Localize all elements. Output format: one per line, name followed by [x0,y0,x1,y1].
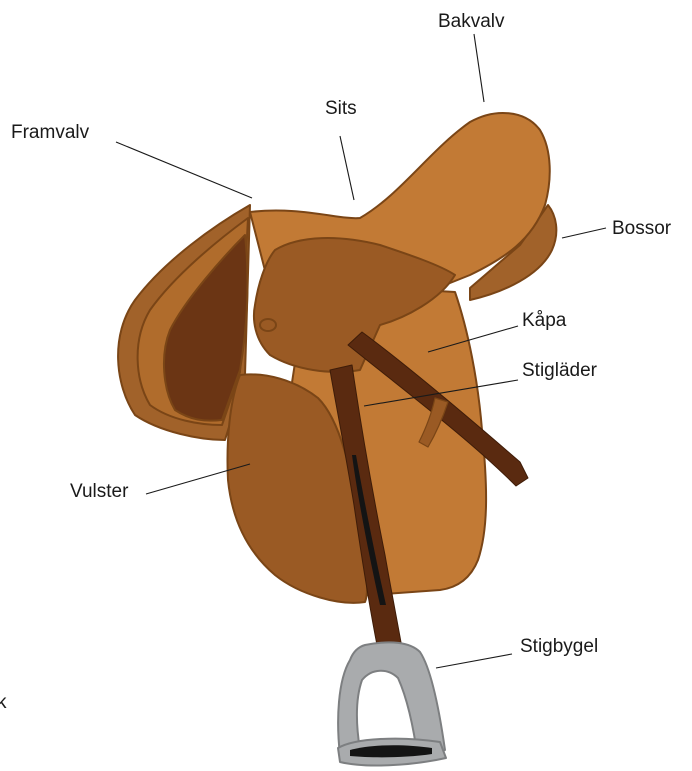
label-stigbygel: Stigbygel [520,636,598,657]
label-vulster: Vulster [70,481,129,502]
skirt-rivet [260,319,276,331]
label-bakvalv: Bakvalv [438,11,505,32]
label-stiglader: Stigläder [522,360,598,381]
leader-bossor [562,228,606,238]
label-bossor: Bossor [612,218,672,239]
leader-sits [340,136,354,200]
label-kapa: Kåpa [522,310,567,331]
leader-bakvalv [474,34,484,102]
label-edge-fragment: k [0,692,7,713]
saddle-illustration [118,113,556,766]
stirrup-iron [338,642,446,765]
label-sits: Sits [325,98,357,119]
leader-stigbygel [436,654,512,668]
leader-framvalv [116,142,252,198]
label-framvalv: Framvalv [11,122,90,143]
